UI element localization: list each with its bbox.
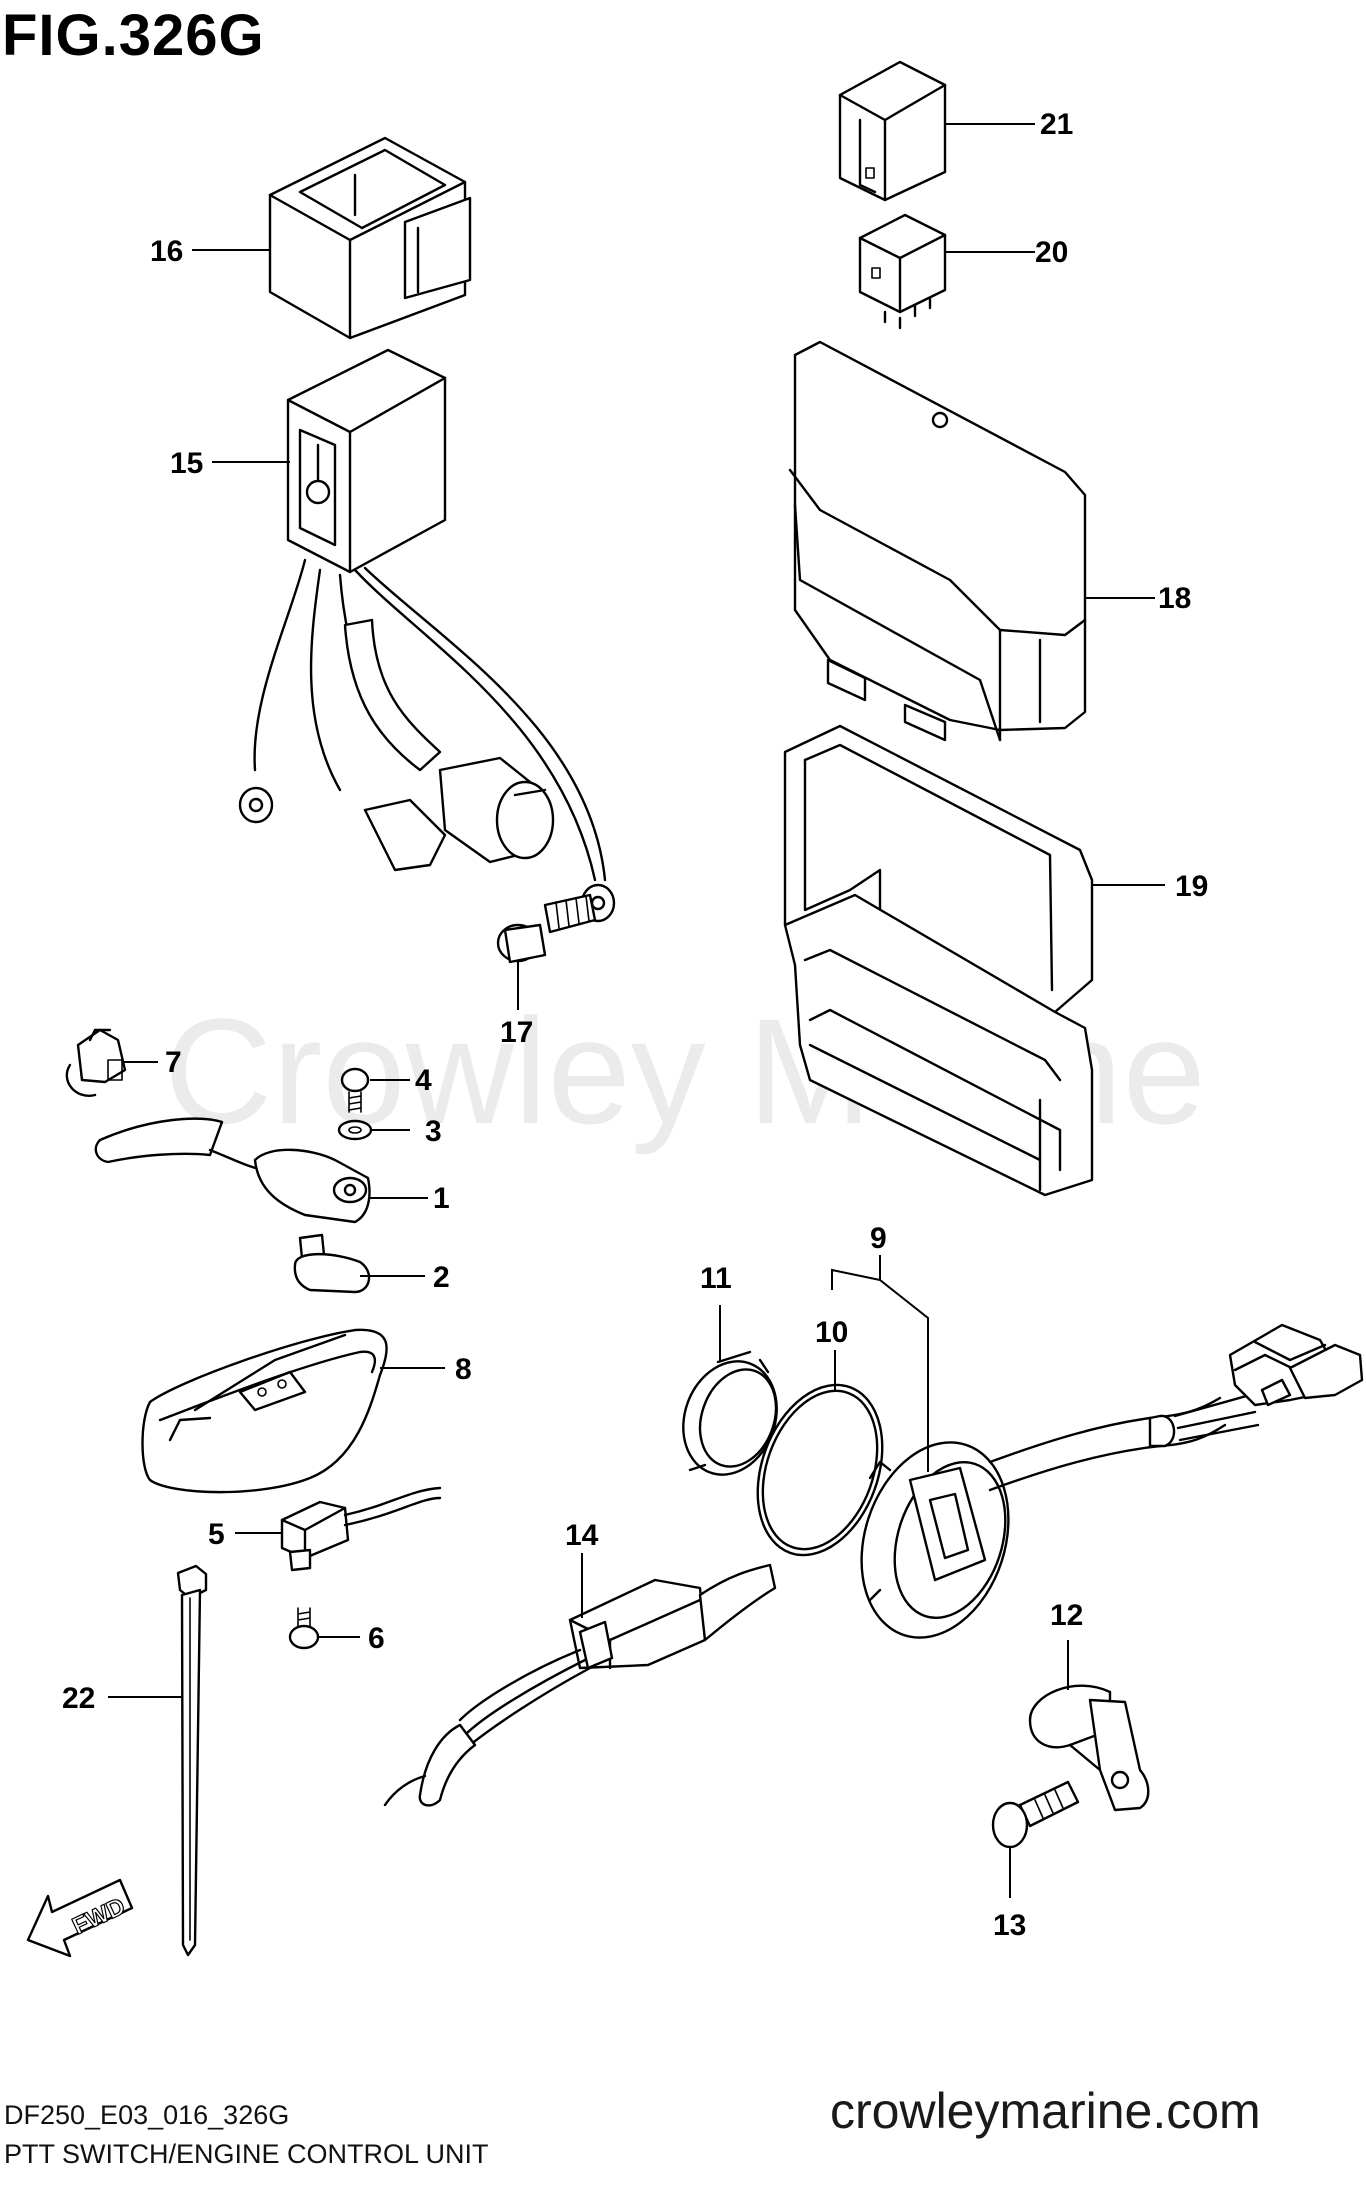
part-12-clamp [1028,1684,1150,1812]
part-1-sensor [94,1117,371,1224]
callout-3: 3 [425,1115,442,1148]
callout-6: 6 [368,1622,385,1655]
callout-13: 13 [993,1909,1026,1942]
fwd-arrow-icon: FWD [26,1878,134,1958]
part-16-cover [268,136,472,340]
part-3-washer [337,1119,373,1141]
part-6-screw [288,1607,320,1650]
callout-15: 15 [170,447,203,480]
part-8-holder [141,1328,388,1494]
part-18-ecu [788,340,1087,742]
part-13-bolt [991,1780,1080,1849]
part-19-frame [783,724,1094,1197]
callout-14: 14 [565,1519,599,1552]
callout-10: 10 [815,1316,848,1349]
callout-4: 4 [415,1064,432,1097]
callout-20: 20 [1035,236,1068,269]
figure-subtitle: PTT SWITCH/ENGINE CONTROL UNIT [4,2139,489,2169]
callout-19: 19 [1175,870,1208,903]
part-22-cable-tie [176,1564,208,1957]
callout-1: 1 [433,1182,450,1215]
part-20-relay [858,213,947,330]
part-10-o-ring [756,1383,884,1557]
callout-17: 17 [500,1016,533,1049]
callout-2: 2 [433,1261,450,1294]
callouts: 16 15 17 21 20 18 19 7 4 3 1 2 8 5 6 22 … [62,108,1208,1942]
drawing-code: DF250_E03_016_326G [4,2100,290,2130]
part-17-bolt [496,893,597,964]
part-9-switch-assembly [860,1323,1364,1639]
part-7-clip [65,1028,127,1097]
leader-lines [108,123,1165,1898]
callout-9: 9 [870,1222,887,1255]
callout-5: 5 [208,1518,225,1551]
callout-11: 11 [700,1262,732,1295]
part-11-ring-nut [682,1350,778,1476]
callout-18: 18 [1158,582,1191,615]
callout-12: 12 [1050,1599,1083,1632]
part-15-harness [238,348,616,923]
part-5-switch [280,1486,442,1572]
website: crowleymarine.com [830,2083,1261,2139]
callout-22: 22 [62,1682,95,1715]
callout-8: 8 [455,1353,472,1386]
figure-title: FIG.326G [2,3,265,68]
callout-7: 7 [165,1046,182,1079]
part-4-screw [340,1067,370,1113]
callout-21: 21 [1040,108,1073,141]
callout-16: 16 [150,235,183,268]
part-14-switch-harness [383,1563,777,1807]
part-2-pin [293,1233,371,1294]
part-21-relay [838,60,947,202]
